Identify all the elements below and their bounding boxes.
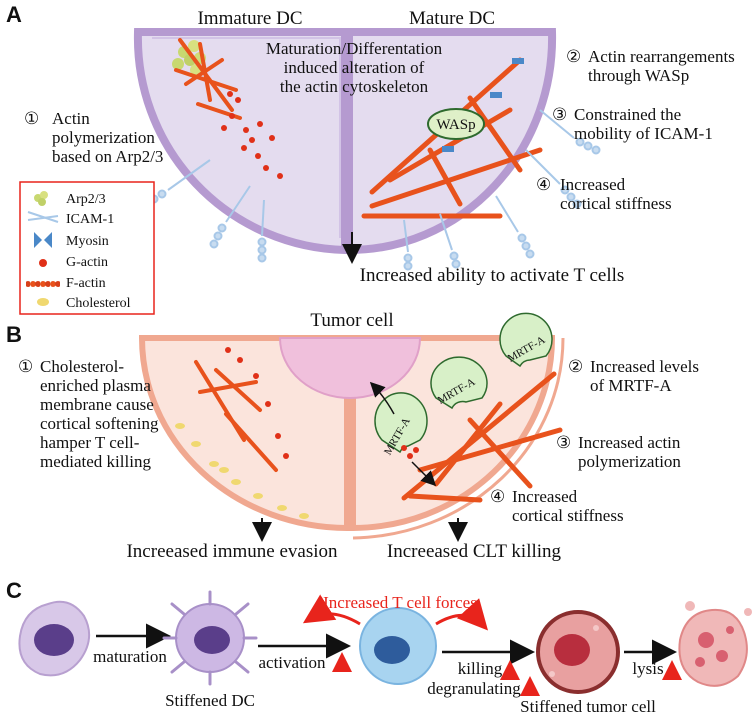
svg-text:of MRTF-A: of MRTF-A: [590, 376, 672, 395]
svg-text:through WASp: through WASp: [588, 66, 689, 85]
tumor-cell-right: [350, 335, 565, 540]
svg-text:④: ④: [490, 487, 505, 506]
panel-b-step2: ② Increased levels of MRTF-A: [568, 357, 699, 395]
myosin-icon: [34, 232, 52, 248]
mrtf-actin-arrow: [411, 461, 437, 487]
panel-a-label: A: [6, 2, 22, 27]
immature-dc-cell-icon: [18, 600, 91, 677]
svg-text:based on Arp2/3: based on Arp2/3: [52, 147, 163, 166]
t-cell-icon: [359, 607, 437, 685]
svg-text:hamper T cell-: hamper T cell-: [40, 433, 140, 452]
svg-text:Cholesterol-: Cholesterol-: [40, 357, 124, 376]
cholesterol-dots: [175, 423, 309, 519]
legend-label-f-actin: F-actin: [66, 276, 106, 291]
svg-text:mobility of ICAM-1: mobility of ICAM-1: [574, 124, 713, 143]
wasp-bubble: WASp: [427, 108, 485, 140]
svg-text:Increased levels: Increased levels: [590, 357, 699, 376]
legend-label-arp23: Arp2/3: [66, 192, 106, 207]
myosin-markers: [442, 58, 524, 152]
wasp-label: WASp: [436, 117, 475, 133]
legend-label-icam1: ICAM-1: [66, 212, 114, 227]
svg-text:Constrained the: Constrained the: [574, 105, 681, 124]
panel-b-label: B: [6, 322, 22, 347]
maturation-label: maturation: [93, 647, 167, 666]
degranulating-label: degranulating: [427, 679, 521, 698]
maturation-note-line1: Maturation/Differentation: [266, 39, 443, 58]
panel-b-right-outcome: Increeased CLT killing: [387, 541, 562, 562]
svg-text:②: ②: [566, 47, 581, 66]
svg-text:③: ③: [552, 105, 567, 124]
force-arrow-left: [302, 594, 361, 626]
tumor-left-actin: [194, 360, 278, 472]
tumor-right-g-actin: [401, 445, 419, 459]
svg-text:cortical stiffness: cortical stiffness: [560, 194, 672, 213]
svg-text:①: ①: [24, 109, 39, 128]
svg-text:membrane cause: membrane cause: [40, 395, 154, 414]
svg-text:Increased: Increased: [512, 487, 578, 506]
panel-c-label: C: [6, 578, 22, 603]
svg-text:Increased actin: Increased actin: [578, 433, 681, 452]
stiffened-tumor-label: Stiffened tumor cell: [520, 697, 656, 716]
cholesterol-icon: [37, 298, 49, 306]
svg-text:②: ②: [568, 357, 583, 376]
mature-dc-title: Mature DC: [409, 8, 495, 29]
lysed-cell-icon: [678, 601, 752, 687]
panel-a-outcome: Increased ability to activate T cells: [360, 265, 625, 286]
svg-text:④: ④: [536, 175, 551, 194]
stiffened-tumor-cell-icon: [536, 610, 620, 694]
legend-label-myosin: Myosin: [66, 234, 109, 249]
f-actin-icon: [26, 281, 60, 287]
legend-label-g-actin: G-actin: [66, 255, 108, 270]
t-cell-forces-label: Increased T cell forces: [323, 593, 477, 612]
panel-b-left-outcome: Increeased immune evasion: [126, 541, 338, 562]
panel-b-step1: ① Cholesterol- enriched plasma membrane …: [18, 357, 159, 471]
activation-label: activation: [258, 653, 326, 672]
svg-text:polymerization: polymerization: [52, 128, 155, 147]
immature-g-actin: [221, 91, 283, 179]
panel-b-step4: ④ Increased cortical stiffness: [490, 487, 624, 525]
legend-box: Arp2/3 ICAM-1 Myosin G-actin F-actin Cho…: [19, 181, 155, 315]
icam1-icon: [27, 211, 59, 223]
tumor-cell-title: Tumor cell: [310, 310, 393, 331]
killing-label: killing: [458, 659, 503, 678]
stiffened-dc-icon: [162, 590, 258, 686]
stiffened-dc-label: Stiffened DC: [165, 691, 255, 710]
arp23-icon: [34, 191, 48, 206]
panel-a-step3: ③ Constrained the mobility of ICAM-1: [552, 105, 713, 143]
panel-a-step4: ④ Increased cortical stiffness: [536, 175, 672, 213]
svg-text:cortical softening: cortical softening: [40, 414, 159, 433]
svg-text:polymerization: polymerization: [578, 452, 681, 471]
svg-text:Increased: Increased: [560, 175, 626, 194]
mrtf-export-arrow: [369, 381, 395, 415]
lysis-label: lysis: [632, 659, 663, 678]
svg-text:cortical stiffness: cortical stiffness: [512, 506, 624, 525]
mrtf-a-bubbles: MRTF-A MRTF-A MRTF-A: [374, 312, 553, 457]
panel-a-step2: ② Actin rearrangements through WASp: [566, 47, 735, 85]
svg-text:③: ③: [556, 433, 571, 452]
immature-dc-title: Immature DC: [197, 8, 302, 29]
icam1-chains-right: [403, 109, 601, 271]
panel-b-step3: ③ Increased actin polymerization: [556, 433, 681, 471]
g-actin-icon: [39, 259, 47, 267]
svg-text:enriched plasma: enriched plasma: [40, 376, 151, 395]
maturation-note-line2: induced alteration of: [284, 58, 425, 77]
force-arrow-right: [435, 598, 489, 631]
tumor-left-g-actin: [225, 347, 289, 459]
immature-dc-cell: [133, 28, 349, 255]
svg-text:mediated killing: mediated killing: [40, 452, 151, 471]
svg-text:Actin: Actin: [52, 109, 90, 128]
maturation-note-line3: the actin cytoskeleton: [280, 77, 429, 96]
legend-label-cholesterol: Cholesterol: [66, 296, 131, 311]
svg-text:Actin rearrangements: Actin rearrangements: [588, 47, 735, 66]
panel-a-step1: ① Actin polymerization based on Arp2/3: [24, 109, 163, 166]
svg-text:①: ①: [18, 357, 33, 376]
